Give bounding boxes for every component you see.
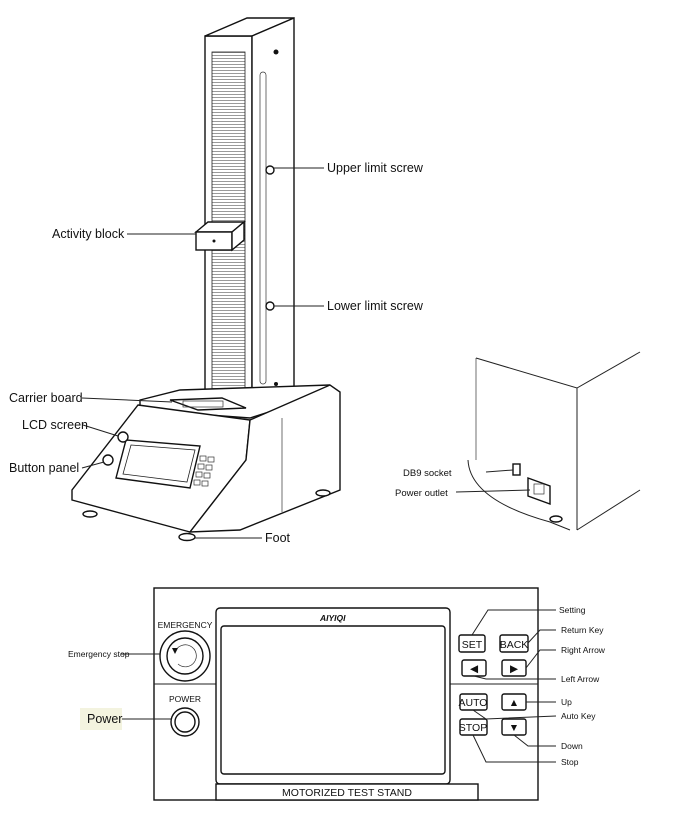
stand-emergency-knob [117, 431, 129, 443]
upper-limit-screw [265, 165, 275, 175]
control-panel: AIYIQI MOTORIZED TEST STAND EMERGENCY PO… [153, 587, 539, 801]
foot-back-right [315, 489, 331, 497]
power-outlet-inner [533, 483, 545, 495]
db9-socket [512, 463, 521, 476]
lower-limit-screw [265, 301, 275, 311]
label-lcd-screen: LCD screen [22, 418, 88, 432]
emergency-stop-button[interactable] [166, 637, 204, 675]
carrier-board-slot [182, 400, 224, 408]
rear-bottom-edge [467, 459, 571, 531]
label-emergency-stop: Emergency stop [68, 649, 130, 659]
label-stop: Stop [561, 757, 579, 767]
label-power-outlet: Power outlet [395, 488, 448, 499]
power-outlet [527, 477, 551, 505]
db9-leader [485, 469, 514, 473]
column-side [251, 16, 295, 399]
emergency-caption: EMERGENCY [158, 620, 213, 630]
up-key-label: ▲ [509, 697, 519, 709]
rear-top-edge [475, 351, 641, 389]
limit-slot [259, 71, 267, 385]
rear-foot [549, 515, 563, 523]
left-arrow-key-label: ◀ [470, 663, 479, 675]
label-setting: Setting [559, 605, 586, 615]
foot [178, 532, 196, 542]
stand-power-knob [102, 454, 114, 466]
label-auto-key: Auto Key [561, 711, 596, 721]
right-arrow-key-label: ▶ [510, 663, 519, 675]
lcd-display [220, 625, 446, 775]
base-side [188, 384, 341, 533]
stand-keypad [193, 455, 215, 487]
label-db9-socket: DB9 socket [403, 468, 452, 479]
label-button-panel: Button panel [9, 461, 79, 475]
label-foot: Foot [265, 531, 291, 545]
label-carrier-board: Carrier board [9, 391, 83, 405]
foot-front-left [82, 510, 98, 518]
power-button[interactable] [174, 711, 196, 733]
column-screw-top [273, 49, 279, 55]
label-up: Up [561, 697, 572, 707]
auto-key-label: AUTO [459, 697, 488, 709]
label-upper-limit-screw: Upper limit screw [327, 161, 424, 175]
back-key-label: BACK [500, 639, 529, 651]
set-key-label: SET [462, 639, 483, 651]
stand-leader-lines [81, 167, 324, 539]
label-down: Down [561, 741, 583, 751]
label-activity-block: Activity block [52, 227, 125, 241]
back-key[interactable] [499, 634, 529, 653]
emergency-rotate-arrow [174, 644, 197, 668]
label-right-arrow: Right Arrow [561, 645, 606, 655]
brand-logo: AIYIQI [319, 613, 346, 623]
rear-view-illustration [455, 351, 641, 531]
power-label-highlight [80, 708, 122, 730]
power-outlet-leader [455, 489, 531, 493]
down-key-label: ▼ [509, 722, 519, 734]
rear-side-bottom [576, 489, 641, 531]
activity-block-side [231, 220, 245, 252]
label-lower-limit-screw: Lower limit screw [327, 299, 424, 313]
panel-leader-lines [121, 609, 557, 763]
label-power: Power [87, 712, 122, 726]
stand-lcd-inner [122, 444, 196, 483]
label-return-key: Return Key [561, 625, 604, 635]
column-screw-bottom [274, 382, 278, 386]
label-left-arrow: Left Arrow [561, 674, 600, 684]
power-caption: POWER [169, 694, 201, 704]
title-strip [215, 783, 479, 801]
test-stand-illustration [71, 16, 341, 542]
emergency-arrowhead [172, 648, 178, 654]
panel-title: MOTORIZED TEST STAND [282, 787, 412, 799]
activity-block-hole [212, 239, 216, 243]
stop-key-label: STOP [459, 722, 487, 734]
